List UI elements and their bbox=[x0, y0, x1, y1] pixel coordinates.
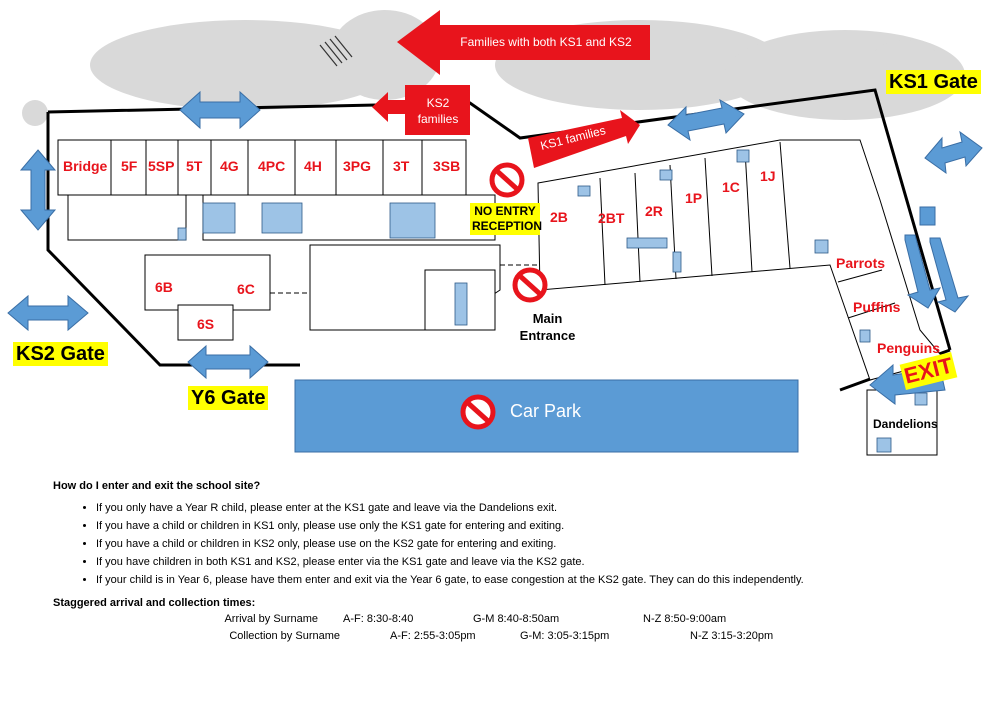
info-bullets: If you only have a Year R child, please … bbox=[53, 502, 953, 587]
room-puffins: Puffins bbox=[853, 299, 901, 315]
arrival-gm: G-M 8:40-8:50am bbox=[473, 613, 560, 625]
room-6s: 6S bbox=[197, 316, 215, 332]
y6-gate-label: Y6 Gate bbox=[188, 386, 269, 410]
info-bullet: If your child is in Year 6, please have … bbox=[96, 574, 953, 587]
no-entry-sign-entrance bbox=[512, 267, 548, 303]
room-3t: 3T bbox=[393, 158, 410, 174]
info-bullet: If you have a child or children in KS2 o… bbox=[96, 538, 953, 551]
dashed-links bbox=[270, 264, 538, 294]
room-2bt: 2BT bbox=[598, 210, 625, 226]
collection-nz: N-Z 3:15-3:20pm bbox=[690, 630, 774, 642]
room-4h: 4H bbox=[304, 158, 322, 174]
room-6c: 6C bbox=[237, 281, 255, 297]
arrival-row: Arrival by Surname A-F: 8:30-8:40 G-M 8:… bbox=[53, 611, 953, 628]
room-3pg: 3PG bbox=[343, 158, 372, 174]
room-penguins: Penguins bbox=[877, 340, 941, 356]
room-1p: 1P bbox=[685, 190, 703, 206]
car-park-label: Car Park bbox=[510, 401, 582, 421]
info-bullet: If you only have a Year R child, please … bbox=[96, 502, 953, 515]
info-bullet: If you have a child or children in KS1 o… bbox=[96, 520, 953, 533]
car-park-area bbox=[294, 379, 799, 453]
room-2r: 2R bbox=[645, 203, 663, 219]
room-5sp: 5SP bbox=[148, 158, 175, 174]
collection-row: Collection by Surname A-F: 2:55-3:05pm G… bbox=[53, 628, 953, 645]
ks2-arrow-shape bbox=[372, 85, 470, 135]
room-2b: 2B bbox=[550, 209, 568, 225]
blue-arrows bbox=[7, 90, 983, 406]
room-6b: 6B bbox=[155, 279, 173, 295]
red-arrows bbox=[372, 10, 650, 168]
hatched-areas bbox=[177, 149, 928, 453]
arrival-label: Arrival by Surname bbox=[224, 613, 318, 625]
ks1-gate-label: KS1 Gate bbox=[886, 70, 981, 94]
times-title: Staggered arrival and collection times: bbox=[53, 597, 256, 609]
room-5f: 5F bbox=[121, 158, 138, 174]
ks2-families-label: KS2 families bbox=[417, 96, 459, 126]
collection-label: Collection by Surname bbox=[229, 630, 340, 642]
room-parrots: Parrots bbox=[836, 255, 886, 271]
site-map bbox=[7, 10, 983, 456]
room-4g: 4G bbox=[220, 158, 239, 174]
arrival-af: A-F: 8:30-8:40 bbox=[343, 613, 414, 625]
building-outlines bbox=[57, 139, 946, 456]
dandelions-label: Dandelions bbox=[873, 417, 938, 431]
no-entry-reception-label: NO ENTRY RECEPTION bbox=[470, 203, 543, 235]
tree-shapes bbox=[22, 10, 965, 126]
room-4pc: 4PC bbox=[258, 158, 286, 174]
no-entry-sign bbox=[489, 162, 525, 198]
room-bridge: Bridge bbox=[63, 158, 108, 174]
info-bullet: If you have children in both KS1 and KS2… bbox=[96, 556, 953, 569]
room-1j: 1J bbox=[760, 168, 776, 184]
arrival-nz: N-Z 8:50-9:00am bbox=[643, 613, 727, 625]
room-5t: 5T bbox=[186, 158, 203, 174]
ks2-gate-label: KS2 Gate bbox=[13, 342, 108, 366]
collection-gm: G-M: 3:05-3:15pm bbox=[520, 630, 610, 642]
ks1-arrow-shape bbox=[528, 110, 640, 168]
both-families-label: Families with both KS1 and KS2 bbox=[460, 35, 632, 49]
collection-af: A-F: 2:55-3:05pm bbox=[390, 630, 476, 642]
both-families-arrow-shape bbox=[397, 10, 650, 75]
info-section: How do I enter and exit the school site?… bbox=[53, 480, 953, 645]
info-title: How do I enter and exit the school site? bbox=[53, 480, 261, 492]
room-3sb: 3SB bbox=[433, 158, 461, 174]
room-1c: 1C bbox=[722, 179, 740, 195]
hatch-marks bbox=[319, 35, 353, 67]
main-entrance-label: Main Entrance bbox=[519, 311, 576, 343]
no-entry-sign-car-park bbox=[460, 394, 496, 430]
